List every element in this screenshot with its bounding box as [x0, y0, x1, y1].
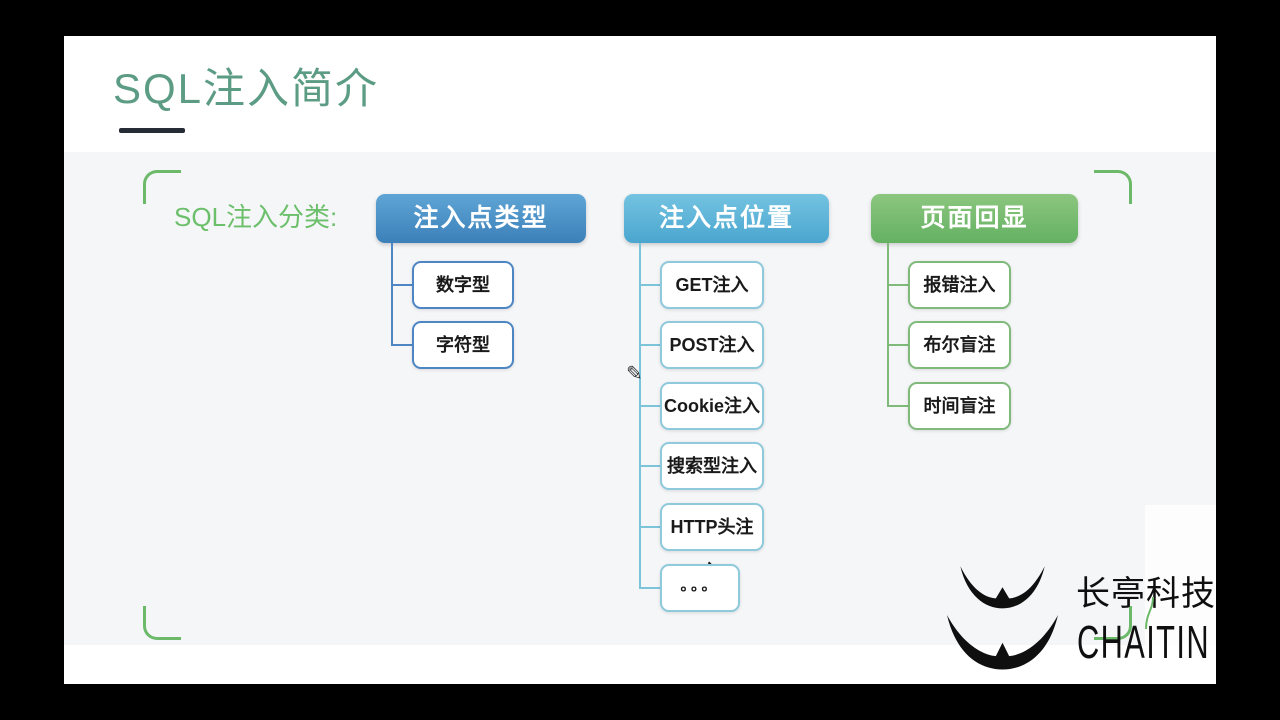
- node-get-injection: GET注入: [660, 261, 764, 309]
- panel-bracket-top-right: [1094, 170, 1132, 204]
- node-post-injection: POST注入: [660, 321, 764, 369]
- chaitin-logo-accent-stroke: [1145, 596, 1154, 630]
- connector-line: [639, 526, 660, 528]
- node-http-header-injection: HTTP头注入: [660, 503, 764, 581]
- slide: SQL注入简介 SQL注入分类: 注入点类型 数字型 字符型 注入点位置 GET…: [64, 36, 1216, 684]
- connector-line: [639, 243, 641, 589]
- connector-line: [887, 405, 908, 407]
- header-injection-point-type: 注入点类型: [376, 194, 586, 243]
- node-ellipsis: 。。。: [660, 564, 740, 612]
- connector-line: [391, 344, 412, 346]
- node-time-blind: 时间盲注: [908, 382, 1011, 430]
- header-page-echo: 页面回显: [871, 194, 1078, 243]
- panel-bracket-top-left: [143, 170, 181, 204]
- pen-cursor-icon: ✎: [626, 363, 643, 385]
- band-light-strip: [1145, 505, 1216, 645]
- chaitin-logo-english-wordmark: CHAITIN: [1077, 616, 1210, 669]
- chaitin-logo-icon: [947, 566, 1058, 670]
- connector-line: [639, 465, 660, 467]
- node-numeric-type: 数字型: [412, 261, 514, 309]
- connector-line: [639, 344, 660, 346]
- connector-line: [391, 243, 393, 346]
- connector-line: [887, 243, 889, 407]
- connector-line: [639, 284, 660, 286]
- connector-line: [639, 405, 660, 407]
- diagram-label: SQL注入分类:: [174, 202, 338, 232]
- panel-bracket-bottom-right: [1094, 606, 1132, 640]
- connector-line: [391, 284, 412, 286]
- connector-line: [887, 344, 908, 346]
- node-search-injection: 搜索型注入: [660, 442, 764, 490]
- node-boolean-blind: 布尔盲注: [908, 321, 1011, 369]
- node-cookie-injection: Cookie注入: [660, 382, 764, 430]
- page-title: SQL注入简介: [113, 65, 380, 112]
- chaitin-logo-chinese-wordmark: 长亭科技: [1076, 575, 1216, 613]
- node-char-type: 字符型: [412, 321, 514, 369]
- connector-line: [639, 587, 660, 589]
- node-error-injection: 报错注入: [908, 261, 1011, 309]
- title-underline: [119, 128, 185, 133]
- header-injection-point-location: 注入点位置: [624, 194, 829, 243]
- connector-line: [887, 284, 908, 286]
- panel-bracket-bottom-left: [143, 606, 181, 640]
